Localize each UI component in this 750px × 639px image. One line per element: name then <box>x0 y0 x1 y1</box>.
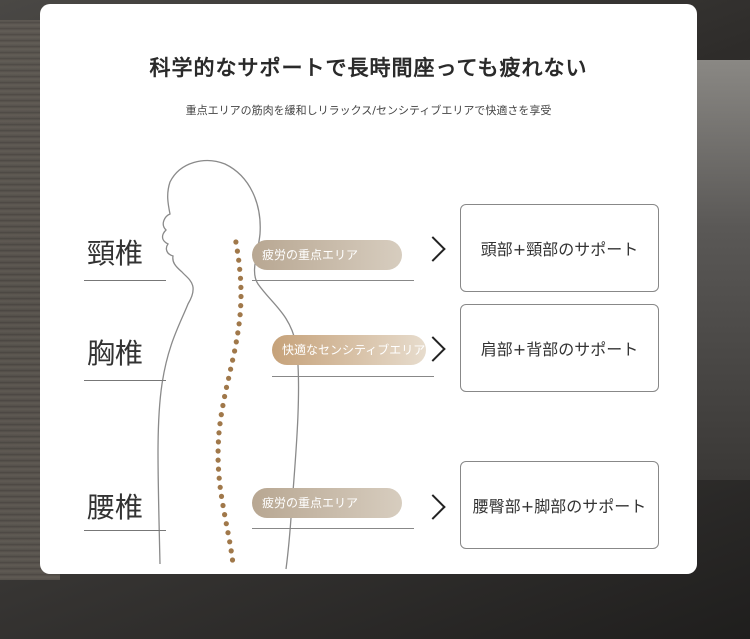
zone-underline <box>252 528 414 529</box>
spine-dot <box>238 293 244 300</box>
zone-pill-comfort: 快適なセンシティブエリア <box>272 335 426 365</box>
region-underline <box>84 280 166 281</box>
region-label-lumbar: 腰椎 <box>87 491 144 524</box>
spine-dot <box>238 284 244 290</box>
spine-dot <box>237 266 243 272</box>
spine-dot <box>220 502 226 509</box>
spine-dot <box>220 402 226 409</box>
spine-dot <box>230 357 236 363</box>
spine-dot <box>223 384 230 390</box>
spine-dot <box>222 512 228 518</box>
zone-underline <box>272 376 434 377</box>
spine-dot <box>223 521 229 527</box>
benefit-box-shoulder-back: 肩部+背部のサポート <box>460 304 659 392</box>
spine-dot <box>233 239 239 245</box>
spine-dot <box>217 484 223 490</box>
benefit-box-head-neck: 頭部+頸部のサポート <box>460 204 659 292</box>
spine-dot <box>218 412 224 418</box>
spine-dot <box>235 330 241 336</box>
spine-dot <box>215 466 222 472</box>
spine-dot <box>217 421 223 427</box>
page-title: 科学的なサポートで長時間座っても疲れない <box>149 56 588 80</box>
zone-underline <box>252 280 414 281</box>
spine-dot <box>229 557 236 563</box>
spine-dot <box>216 475 222 481</box>
spine-dot <box>228 548 234 554</box>
spine-dot <box>236 321 242 327</box>
info-card: 科学的なサポートで長時間座っても疲れない 重点エリアの筋肉を緩和しリラックス/セ… <box>40 4 697 574</box>
spine-dot <box>232 348 238 354</box>
spine-dot <box>237 312 243 318</box>
spine-dot <box>234 248 240 254</box>
spine-dot <box>216 430 222 436</box>
spine-dot <box>222 393 228 400</box>
spine-dot <box>238 303 244 309</box>
spine-dot <box>215 439 221 445</box>
background-panel <box>690 60 750 480</box>
spine-dot <box>236 257 242 263</box>
spine-dot <box>227 539 233 545</box>
zone-pill-fatigue: 疲労の重点エリア <box>252 240 402 270</box>
region-underline <box>84 530 166 531</box>
spine-dot <box>218 493 225 499</box>
benefit-box-waist-legs: 腰臀部+脚部のサポート <box>460 461 659 549</box>
spine-dot <box>237 275 244 281</box>
spine-dot <box>215 448 221 454</box>
spine-dots-icon <box>215 239 244 563</box>
region-label-cervical: 頸椎 <box>87 237 144 270</box>
zone-pill-fatigue: 疲労の重点エリア <box>252 488 402 518</box>
spine-dot <box>226 375 232 381</box>
spine-dot <box>215 457 221 463</box>
spine-dot <box>228 366 234 372</box>
spine-dot <box>225 530 231 536</box>
region-underline <box>84 380 166 381</box>
region-label-thoracic: 胸椎 <box>87 337 144 370</box>
page-subtitle: 重点エリアの筋肉を緩和しリラックス/センシティブエリアで快適さを享受 <box>185 104 552 117</box>
spine-dot <box>233 339 239 345</box>
